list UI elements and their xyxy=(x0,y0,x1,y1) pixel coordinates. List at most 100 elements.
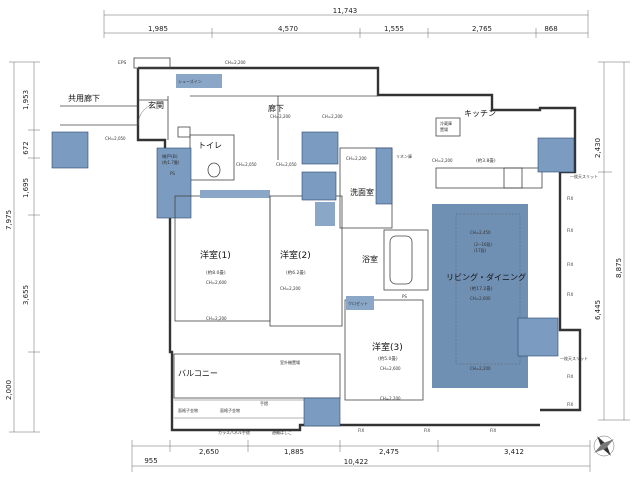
fix-label-5: FIX xyxy=(567,374,573,379)
fix-labels: FIX FIX FIX FIX FIX FIX FIX FIX FIX xyxy=(358,196,573,433)
kitchen-column xyxy=(537,137,575,173)
kitchen-area: キッチン (約3.8畳) CH=2,200 冷蔵庫 置場 一枚天スリット xyxy=(432,109,598,189)
eps-label: EPS xyxy=(118,60,127,66)
fix-label-9: FIX xyxy=(490,428,496,433)
right-dimension-lines: 2,430 6,445 8,875 xyxy=(594,61,630,421)
left-dimension-4: 3,655 xyxy=(22,285,30,305)
hallway-label: 廊下 xyxy=(268,103,284,113)
west-room-2-column xyxy=(301,171,337,201)
top-dimension-1: 1,985 xyxy=(148,25,168,33)
west-room-3: 洋室(3) (約5.0畳) CH=2,600 CH=2,200 クロゼット xyxy=(344,296,424,401)
bottom-dimension-3: 1,885 xyxy=(284,448,304,456)
left-dimension-lines: 7,975 1,953 672 1,695 3,655 2,000 xyxy=(5,61,40,433)
fix-label-1: FIX xyxy=(567,196,573,201)
north-arrow-icon xyxy=(593,435,615,457)
corridor-ceiling: CH=2,050 xyxy=(105,136,126,141)
top-dimension-4: 2,765 xyxy=(472,25,492,33)
kitchen-label: キッチン xyxy=(464,109,496,118)
outdoor-unit-label: 室外機置場 xyxy=(280,359,300,365)
top-dimension-2: 4,570 xyxy=(278,25,298,33)
hallway-area: 廊下 CH=2,200 CH=2,200 CH=2,050 CH=2,050 xyxy=(190,95,378,167)
left-dimension-1: 1,953 xyxy=(22,90,30,110)
fix-label-7: FIX xyxy=(358,428,364,433)
eps-ceiling: CH=2,200 xyxy=(225,60,246,65)
balcony-label: バルコニー xyxy=(178,369,218,378)
bottom-dimension-1: 955 xyxy=(144,457,157,465)
west-room-2-ceiling: CH=2,200 xyxy=(280,286,301,291)
ldk-uc: (17段) xyxy=(474,247,487,253)
kitchen-ceiling: CH=2,200 xyxy=(432,158,453,163)
west-room-1: 洋室(1) (約8.0畳) CH=2,600 CH=2,200 xyxy=(174,190,271,322)
ldk-ceiling: CH=2,450 xyxy=(470,230,491,235)
washroom-ceiling: CH=2,200 xyxy=(346,156,367,161)
west-room-1-area: (約8.0畳) xyxy=(206,269,226,276)
washroom-area: 洗面室 CH=2,200 リネン庫 xyxy=(339,147,412,229)
toilet-label: トイレ xyxy=(198,141,222,150)
ldk-floor xyxy=(432,204,528,388)
slit-top-label: 一枚天スリット xyxy=(570,173,598,179)
closet-label: クロゼット xyxy=(348,300,368,306)
fix-label-2: FIX xyxy=(567,228,573,233)
ldk-column xyxy=(517,317,559,357)
wardrobe-block xyxy=(156,147,192,219)
kitchen-area: (約3.8畳) xyxy=(476,157,496,164)
bottom-dimension-2: 2,650 xyxy=(199,448,219,456)
left-dimension-3: 1,695 xyxy=(22,178,30,198)
fix-label-6: FIX xyxy=(567,402,573,407)
left-dimension-5: 2,000 xyxy=(5,380,13,400)
hallway-ceiling-4: CH=2,050 xyxy=(276,162,297,167)
west-room-1-closet xyxy=(200,190,270,198)
bath-ps: PS xyxy=(402,294,407,299)
fence-label: 面格子金物 xyxy=(178,407,198,413)
eps-area: EPS シューズイン CH=2,200 xyxy=(118,57,246,88)
public-corridor: 共用廊下 CH=2,050 xyxy=(51,93,138,169)
hallway-ceiling-2: CH=2,200 xyxy=(322,114,343,119)
shoes-in-block xyxy=(176,74,222,88)
bottom-total-dimension: 10,422 xyxy=(344,458,369,466)
ldk-ceiling-3: CH=2,200 xyxy=(470,366,491,371)
hallway-ceiling-3: CH=2,050 xyxy=(236,162,257,167)
top-dimension-3: 1,555 xyxy=(384,25,404,33)
entrance-label: 玄関 xyxy=(148,100,164,110)
fence-label-2: 面格子金物 xyxy=(220,407,240,413)
west-room-2: 洋室(2) (約6.2畳) CH=2,200 xyxy=(269,171,343,327)
slit-bottom-label: 一枚天スリット xyxy=(560,355,588,361)
left-total-dimension: 7,975 xyxy=(5,210,13,230)
bottom-dimension-4: 2,475 xyxy=(379,448,399,456)
bath-label: 浴室 xyxy=(362,254,378,264)
west-room-3-area: (約5.0畳) xyxy=(378,355,398,362)
fix-label-8: FIX xyxy=(424,428,430,433)
hallway-ceiling: CH=2,200 xyxy=(270,114,291,119)
bottom-dimension-5: 3,412 xyxy=(504,448,524,456)
bottom-dimension-lines: 955 2,650 1,885 2,475 3,412 10,422 xyxy=(131,440,591,472)
toilet-area: トイレ 納戸(B) (約1.7畳) PS xyxy=(156,134,235,219)
wardrobe-label: 納戸(B) xyxy=(162,153,178,160)
top-total-dimension: 11,743 xyxy=(333,7,358,15)
right-dimension-1: 2,430 xyxy=(594,138,602,158)
public-corridor-label: 共用廊下 xyxy=(68,93,100,103)
west-room-3-label: 洋室(3) xyxy=(372,341,403,353)
west-room-3-ceiling-2: CH=2,200 xyxy=(380,396,401,401)
wardrobe-ps: PS xyxy=(170,171,175,176)
ldk-label: リビング・ダイニング xyxy=(446,272,526,282)
top-dimension-5: 868 xyxy=(544,25,557,33)
right-dimension-2: 6,445 xyxy=(594,300,602,320)
fridge-sub-label: 置場 xyxy=(440,126,448,132)
wardrobe-area: (約1.7畳) xyxy=(162,159,180,165)
left-dimension-2: 672 xyxy=(22,141,30,154)
linen-label: リネン庫 xyxy=(396,153,412,159)
fridge-label: 冷蔵庫 xyxy=(440,120,452,126)
west-room-1-ceiling: CH=2,600 xyxy=(206,280,227,285)
west-room-1-ceiling-2: CH=2,200 xyxy=(206,316,227,321)
shoes-in-label: シューズイン xyxy=(178,78,202,84)
washroom-shelf xyxy=(375,147,393,205)
west-room-2-label: 洋室(2) xyxy=(280,249,311,261)
balcony-area: バルコニー 室外機置場 面格子金物 面格子金物 手摺 ガラスパネル手摺 避難はし… xyxy=(173,353,341,435)
west-room-2-area: (約6.2畳) xyxy=(286,269,306,276)
west-room-3-ceiling: CH=2,600 xyxy=(380,366,401,371)
top-dimension-lines: 11,743 1,985 4,570 1,555 2,765 868 xyxy=(103,7,589,38)
entrance-area: 玄関 xyxy=(137,96,191,140)
right-total-dimension: 8,875 xyxy=(615,258,623,278)
fix-label-4: FIX xyxy=(567,292,573,297)
